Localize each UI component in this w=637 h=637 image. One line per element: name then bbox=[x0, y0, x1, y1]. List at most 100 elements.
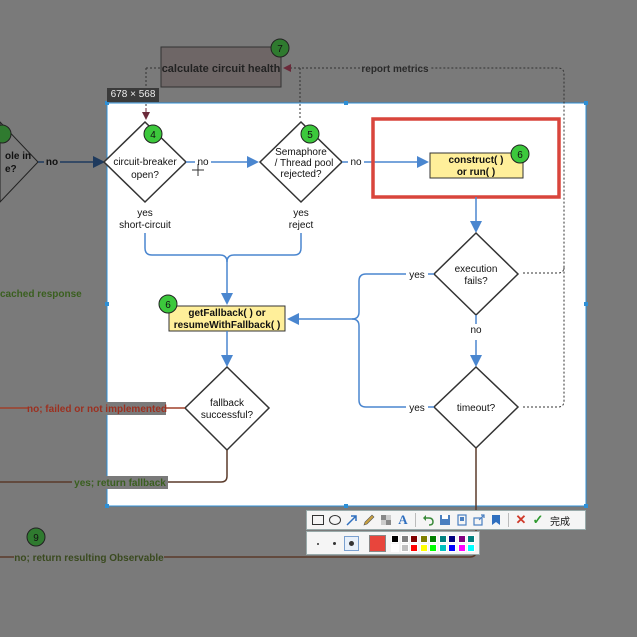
undo-icon[interactable] bbox=[421, 513, 435, 527]
color-size-palette bbox=[306, 531, 480, 555]
ellipse-icon[interactable] bbox=[328, 513, 342, 527]
step5-badge bbox=[300, 124, 320, 144]
color-swatch[interactable] bbox=[419, 535, 428, 543]
color-swatch[interactable] bbox=[391, 544, 399, 552]
metrics-line-timeout bbox=[523, 267, 565, 408]
construct-badge bbox=[510, 144, 530, 164]
color-swatch[interactable] bbox=[467, 535, 475, 543]
timeout-yes-label: yes bbox=[409, 403, 425, 414]
pin-icon[interactable] bbox=[455, 513, 469, 527]
save-icon[interactable] bbox=[438, 513, 452, 527]
color-swatch[interactable] bbox=[429, 544, 437, 552]
rectangle-icon[interactable] bbox=[311, 513, 325, 527]
left-badge bbox=[0, 124, 12, 144]
highlight-box bbox=[371, 117, 561, 199]
current-color[interactable] bbox=[369, 535, 386, 552]
left-decision-line1: ole in bbox=[5, 151, 31, 162]
color-swatch[interactable] bbox=[410, 544, 418, 552]
mosaic-icon[interactable] bbox=[379, 513, 393, 527]
step4-no-label: no bbox=[197, 157, 209, 168]
step4-short-circuit-label: short-circuit bbox=[119, 220, 171, 231]
construct-number: 6 bbox=[517, 150, 523, 161]
cancel-icon[interactable]: ✕ bbox=[515, 512, 527, 527]
step7-box bbox=[160, 46, 282, 88]
step5-line1: Semaphore bbox=[275, 147, 327, 158]
failed-label: no; failed or not implemented bbox=[27, 404, 167, 415]
step4-badge bbox=[143, 124, 163, 144]
color-swatch[interactable] bbox=[400, 535, 409, 543]
step5-line3: rejected? bbox=[280, 169, 322, 180]
construct-line1: construct( ) bbox=[449, 155, 504, 166]
color-swatch[interactable] bbox=[419, 544, 428, 552]
color-swatch[interactable] bbox=[457, 535, 466, 543]
step7-badge bbox=[270, 38, 290, 58]
fallback-number: 6 bbox=[165, 300, 171, 311]
return-observable-label: no; return resulting Observable bbox=[14, 553, 164, 564]
fallback-ok-line2: successful? bbox=[201, 410, 254, 421]
reject-to-fallback bbox=[226, 233, 302, 263]
step5-number: 5 bbox=[307, 130, 313, 141]
color-swatch[interactable] bbox=[410, 535, 418, 543]
toolbar-divider bbox=[415, 513, 416, 527]
construct-box bbox=[429, 152, 524, 179]
fallback-box bbox=[168, 305, 286, 332]
brush-size-small[interactable] bbox=[317, 543, 319, 545]
step4-line1: circuit-breaker bbox=[113, 157, 177, 168]
cached-label: cached response bbox=[0, 289, 82, 300]
fallback-line1: getFallback( ) or bbox=[188, 308, 265, 319]
color-swatch[interactable] bbox=[438, 544, 447, 552]
arrow-icon[interactable] bbox=[345, 513, 359, 527]
label-bg bbox=[44, 155, 60, 168]
return-fallback-line bbox=[0, 450, 228, 483]
execution-no-label: no bbox=[470, 325, 482, 336]
left-decision-line2: e? bbox=[5, 164, 17, 175]
fallback-badge bbox=[158, 294, 178, 314]
step5-decision bbox=[258, 120, 344, 204]
execution-line2: fails? bbox=[464, 276, 488, 287]
construct-line2: or run( ) bbox=[457, 167, 495, 178]
color-swatch[interactable] bbox=[448, 544, 456, 552]
color-swatch[interactable] bbox=[438, 535, 447, 543]
label-bg bbox=[406, 268, 428, 281]
label-bg bbox=[348, 155, 364, 168]
step5-yes-label: yes bbox=[293, 208, 309, 219]
return-fallback-label: yes; return fallback bbox=[74, 478, 166, 489]
confirm-icon[interactable]: ✓ bbox=[532, 512, 544, 527]
crosshair-cursor-icon bbox=[192, 164, 204, 176]
left-no-label: no bbox=[46, 157, 58, 168]
step4-yes-label: yes bbox=[137, 208, 153, 219]
label-bg bbox=[28, 402, 166, 415]
color-swatch[interactable] bbox=[400, 544, 409, 552]
label-bg bbox=[406, 401, 428, 414]
label-bg bbox=[195, 155, 211, 168]
text-icon[interactable]: A bbox=[398, 512, 408, 527]
resize-handles[interactable] bbox=[105, 101, 588, 508]
step4-line2: open? bbox=[131, 170, 159, 181]
color-swatch[interactable] bbox=[429, 535, 437, 543]
step7-number: 7 bbox=[277, 44, 283, 55]
done-button[interactable]: 完成 bbox=[550, 516, 570, 528]
step4-number: 4 bbox=[150, 130, 156, 141]
pen-icon[interactable] bbox=[362, 513, 376, 527]
share-icon[interactable] bbox=[472, 513, 486, 527]
brush-size-medium[interactable] bbox=[333, 542, 336, 545]
color-swatch[interactable] bbox=[457, 544, 466, 552]
color-swatch[interactable] bbox=[448, 535, 456, 543]
color-swatch[interactable] bbox=[391, 535, 399, 543]
step5-no-label: no bbox=[350, 157, 362, 168]
step5-line2: / Thread pool bbox=[275, 158, 334, 169]
fallback-ok-line1: fallback bbox=[210, 398, 245, 409]
fallback-line2: resumeWithFallback( ) bbox=[174, 320, 281, 331]
selection-size-label: 678 × 568 bbox=[107, 88, 159, 102]
annotation-toolbar: A ✕ ✓ 完成 bbox=[306, 510, 586, 530]
label-bg bbox=[14, 551, 164, 564]
step9-badge bbox=[26, 527, 46, 547]
step7-label: calculate circuit health bbox=[162, 63, 281, 75]
timeout-label: timeout? bbox=[457, 403, 496, 414]
bookmark-icon[interactable] bbox=[489, 513, 503, 527]
step5-reject-label: reject bbox=[289, 220, 314, 231]
timeout-yes-to-fallback bbox=[351, 318, 434, 408]
color-swatch[interactable] bbox=[467, 544, 475, 552]
exec-yes-label: yes bbox=[409, 270, 425, 281]
